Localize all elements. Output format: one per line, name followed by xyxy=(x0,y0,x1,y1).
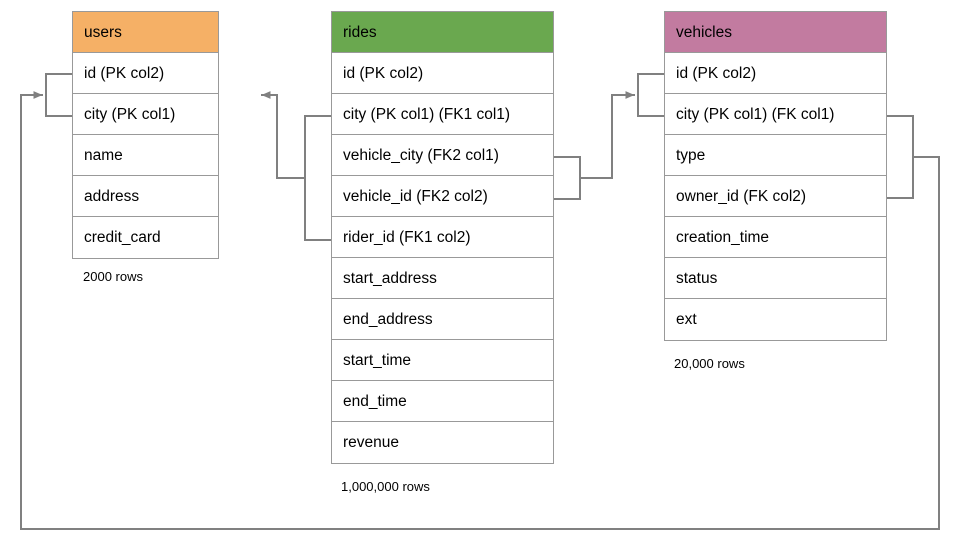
entity-users[interactable]: users id (PK col2) city (PK col1) name a… xyxy=(72,11,219,259)
field-users-name[interactable]: name xyxy=(73,135,218,176)
users-row-count-label: 2000 rows xyxy=(83,269,143,284)
field-rides-start-time[interactable]: start_time xyxy=(332,340,553,381)
entity-users-header: users xyxy=(73,12,218,53)
rides-fk2-source-bracket xyxy=(553,156,581,200)
field-users-credit-card[interactable]: credit_card xyxy=(73,217,218,258)
field-vehicles-status[interactable]: status xyxy=(665,258,886,299)
field-vehicles-city[interactable]: city (PK col1) (FK col1) xyxy=(665,94,886,135)
rides-row-count-label: 1,000,000 rows xyxy=(341,479,430,494)
vehicles-row-count-label: 20,000 rows xyxy=(674,356,745,371)
field-vehicles-id[interactable]: id (PK col2) xyxy=(665,53,886,94)
entity-vehicles[interactable]: vehicles id (PK col2) city (PK col1) (FK… xyxy=(664,11,887,341)
field-rides-id[interactable]: id (PK col2) xyxy=(332,53,553,94)
field-vehicles-creation-time[interactable]: creation_time xyxy=(665,217,886,258)
rides-fk2-link xyxy=(579,91,635,179)
field-rides-start-address[interactable]: start_address xyxy=(332,258,553,299)
field-users-id[interactable]: id (PK col2) xyxy=(73,53,218,94)
field-rides-vehicle-id[interactable]: vehicle_id (FK2 col2) xyxy=(332,176,553,217)
field-users-address[interactable]: address xyxy=(73,176,218,217)
field-rides-end-address[interactable]: end_address xyxy=(332,299,553,340)
field-rides-city[interactable]: city (PK col1) (FK1 col1) xyxy=(332,94,553,135)
field-users-city[interactable]: city (PK col1) xyxy=(73,94,218,135)
entity-rides-header: rides xyxy=(332,12,553,53)
rides-fk1-link xyxy=(261,91,306,179)
entity-vehicles-header: vehicles xyxy=(665,12,886,53)
entity-rides[interactable]: rides id (PK col2) city (PK col1) (FK1 c… xyxy=(331,11,554,464)
field-vehicles-type[interactable]: type xyxy=(665,135,886,176)
vehicles-fk-source-bracket xyxy=(886,115,914,199)
rides-fk1-source-bracket xyxy=(304,115,332,241)
field-vehicles-owner-id[interactable]: owner_id (FK col2) xyxy=(665,176,886,217)
vehicles-target-bracket xyxy=(637,73,665,117)
field-rides-end-time[interactable]: end_time xyxy=(332,381,553,422)
field-rides-vehicle-city[interactable]: vehicle_city (FK2 col1) xyxy=(332,135,553,176)
field-rides-rider-id[interactable]: rider_id (FK1 col2) xyxy=(332,217,553,258)
field-vehicles-ext[interactable]: ext xyxy=(665,299,886,340)
users-target-bracket xyxy=(45,73,73,117)
field-rides-revenue[interactable]: revenue xyxy=(332,422,553,463)
